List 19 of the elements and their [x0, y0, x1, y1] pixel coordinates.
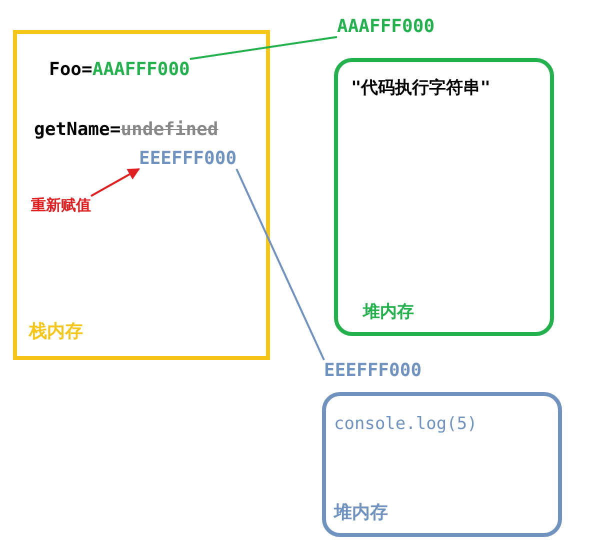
address-text: EEEFFF000 — [139, 148, 237, 169]
arrow — [90, 168, 140, 197]
code-text: console.log(5) — [334, 414, 478, 434]
variable-name: getName= — [34, 119, 121, 140]
connector-line — [236, 168, 325, 360]
box-label: 堆内存 — [363, 301, 414, 323]
connector-line — [190, 36, 338, 60]
heap-memory-box — [322, 392, 562, 537]
address-text: EEEFFF000 — [324, 360, 422, 381]
annotation-text: 重新赋值 — [31, 196, 91, 215]
struck-value: undefined — [120, 119, 218, 140]
string-value: "代码执行字符串" — [351, 77, 490, 99]
heap-memory-box — [334, 58, 554, 336]
box-label: 栈内存 — [29, 320, 83, 343]
address-text: AAAFFF000 — [92, 59, 190, 80]
variable-name: Foo= — [49, 59, 92, 80]
stack-memory-box — [13, 30, 270, 360]
address-text: AAAFFF000 — [337, 16, 435, 37]
box-label: 堆内存 — [334, 501, 388, 524]
